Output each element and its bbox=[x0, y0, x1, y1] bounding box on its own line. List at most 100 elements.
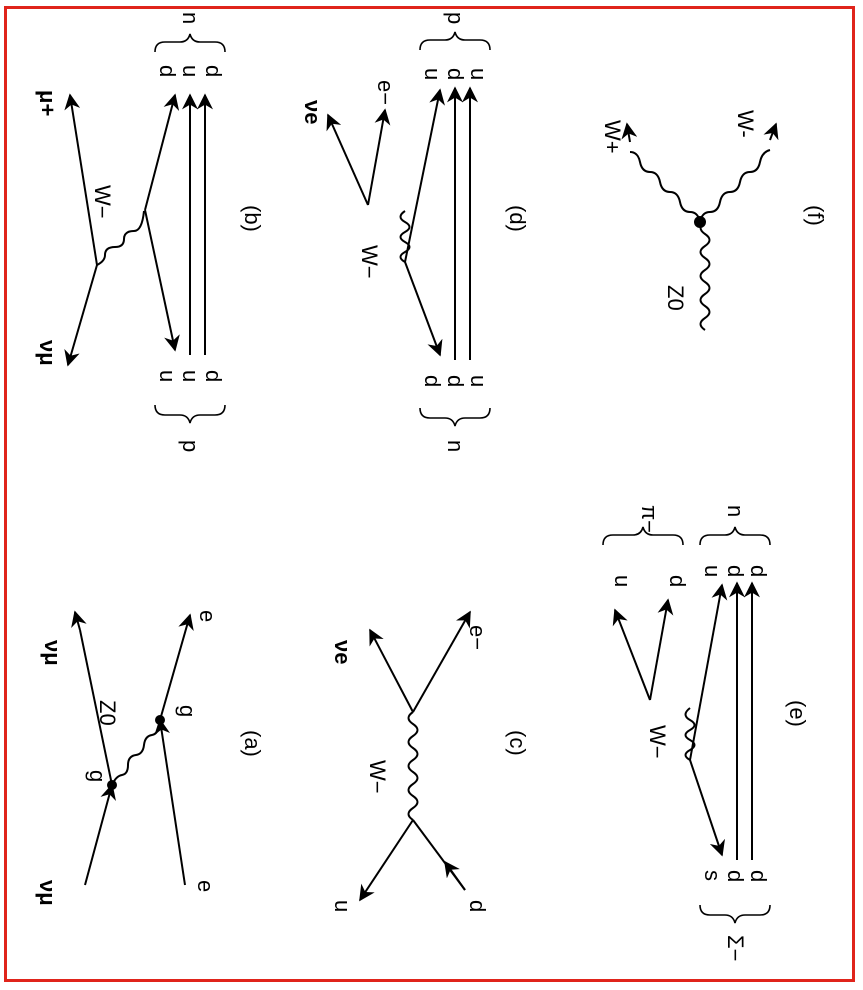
a-g1-label: g bbox=[85, 770, 110, 782]
d-in-quark-2: d bbox=[443, 375, 468, 387]
b-in-brace bbox=[154, 404, 226, 424]
f-caption: (f) bbox=[803, 205, 828, 226]
b-caption: (b) bbox=[240, 205, 265, 232]
c-w-boson bbox=[407, 711, 419, 821]
e-in-quark-1: s bbox=[700, 870, 725, 881]
panel-c: u d W− νe e− (c) bbox=[330, 610, 530, 912]
e-w-boson bbox=[684, 707, 696, 761]
d-u-out bbox=[404, 88, 445, 263]
f-wplus-label: W+ bbox=[600, 120, 625, 154]
a-e-in-label: e bbox=[193, 880, 218, 892]
d-out-quark-1: u bbox=[420, 68, 445, 80]
f-vertex bbox=[694, 216, 706, 228]
e-pion-label: π− bbox=[637, 505, 662, 533]
d-e-label: e− bbox=[373, 80, 398, 105]
a-boson-label: Z0 bbox=[95, 700, 120, 726]
a-caption: (a) bbox=[240, 730, 265, 757]
a-e-in-line bbox=[154, 718, 186, 886]
b-in-quark-1: u bbox=[155, 370, 180, 382]
e-out-hadron: n bbox=[723, 505, 748, 517]
a-nu-in-label: νμ bbox=[35, 880, 60, 906]
panel-f: Z0 W+ W- (f) bbox=[600, 110, 828, 331]
a-z-boson bbox=[111, 719, 161, 786]
e-in-quark-2: d bbox=[723, 870, 748, 882]
d-nu-label: νe bbox=[300, 100, 325, 124]
c-nu-label: νe bbox=[330, 640, 355, 664]
c-nu-line bbox=[369, 628, 414, 713]
f-z-label: Z0 bbox=[663, 285, 688, 311]
e-ubar-label: u bbox=[610, 575, 635, 587]
b-out-hadron: n bbox=[178, 12, 203, 24]
a-g2-label: g bbox=[175, 705, 200, 717]
f-z-boson bbox=[699, 219, 711, 331]
d-w-boson bbox=[399, 210, 411, 263]
d-out-brace bbox=[419, 31, 491, 51]
a-vertex-2 bbox=[155, 715, 165, 725]
e-boson-label: W− bbox=[645, 725, 670, 759]
d-d-in bbox=[404, 261, 443, 357]
c-caption: (c) bbox=[505, 730, 530, 756]
c-e-label: e− bbox=[465, 625, 490, 650]
e-out-quark-2: d bbox=[723, 565, 748, 577]
d-out-quark-3: u bbox=[466, 68, 491, 80]
a-e-out-line bbox=[159, 613, 194, 721]
c-ubar-label: u bbox=[330, 900, 355, 912]
b-nu-label: νμ bbox=[35, 340, 60, 366]
a-nu-out-label: νμ bbox=[40, 640, 65, 666]
e-in-brace bbox=[699, 904, 771, 924]
c-e-line bbox=[412, 610, 471, 713]
d-out-hadron: p bbox=[443, 12, 468, 24]
e-out-quark-1: u bbox=[700, 565, 725, 577]
d-in-quark-3: u bbox=[466, 375, 491, 387]
d-in-brace bbox=[419, 407, 491, 427]
e-out-brace bbox=[699, 526, 771, 546]
e-in-quark-3: d bbox=[746, 870, 771, 882]
b-u-in bbox=[144, 209, 180, 352]
a-vertex-1 bbox=[107, 780, 117, 790]
c-ubar-line bbox=[359, 819, 414, 902]
b-out-quark-1: d bbox=[155, 65, 180, 77]
b-boson-label: W− bbox=[90, 185, 115, 219]
e-out-quark-3: d bbox=[746, 565, 771, 577]
d-nu-line bbox=[326, 113, 369, 206]
d-in-quark-1: d bbox=[420, 375, 445, 387]
a-e-out-label: e bbox=[195, 610, 220, 622]
e-s-in bbox=[689, 759, 725, 857]
b-mu-line bbox=[64, 93, 98, 266]
e-in-hadron: Σ− bbox=[723, 935, 748, 961]
c-d-line bbox=[444, 860, 466, 891]
panel-a: νμ νμ e e g g Z0 (a) bbox=[35, 610, 265, 906]
b-out-quark-3: d bbox=[201, 65, 226, 77]
e-u-out bbox=[689, 583, 728, 761]
b-out-brace bbox=[154, 33, 226, 53]
b-out-quark-2: u bbox=[178, 65, 203, 77]
f-wminus-label: W- bbox=[733, 110, 758, 138]
a-nu-out-line bbox=[71, 610, 87, 631]
e-d-line bbox=[649, 598, 674, 701]
d-boson-label: W− bbox=[357, 245, 382, 279]
b-in-hadron: p bbox=[178, 440, 203, 452]
d-out-quark-2: d bbox=[443, 68, 468, 80]
a-nu-in-line bbox=[84, 783, 116, 886]
d-e-line bbox=[367, 108, 391, 206]
d-caption: (d) bbox=[505, 205, 530, 232]
c-boson-label: W− bbox=[365, 760, 390, 794]
e-caption: (e) bbox=[785, 700, 810, 727]
e-d-out-label: d bbox=[665, 575, 690, 587]
d-in-hadron: n bbox=[443, 440, 468, 452]
b-in-quark-3: d bbox=[201, 370, 226, 382]
b-in-quark-2: u bbox=[178, 370, 203, 382]
e-ubar-line bbox=[612, 608, 651, 701]
panel-b: νμ μ+ W− u u d d u d p n (b) bbox=[35, 12, 265, 452]
e-pion-brace bbox=[602, 526, 684, 546]
b-mu-label: μ+ bbox=[35, 90, 60, 116]
panel-e: W− u d π− s d d u d d Σ− n (e) bbox=[602, 505, 810, 961]
b-d-out bbox=[144, 93, 180, 211]
f-wplus-boson bbox=[629, 151, 701, 223]
c-d-label: d bbox=[465, 900, 490, 912]
b-nu-line bbox=[64, 264, 98, 367]
f-wminus-boson bbox=[699, 149, 771, 223]
panel-d: νe e− W− d d u u d u n p (d) bbox=[300, 12, 530, 452]
